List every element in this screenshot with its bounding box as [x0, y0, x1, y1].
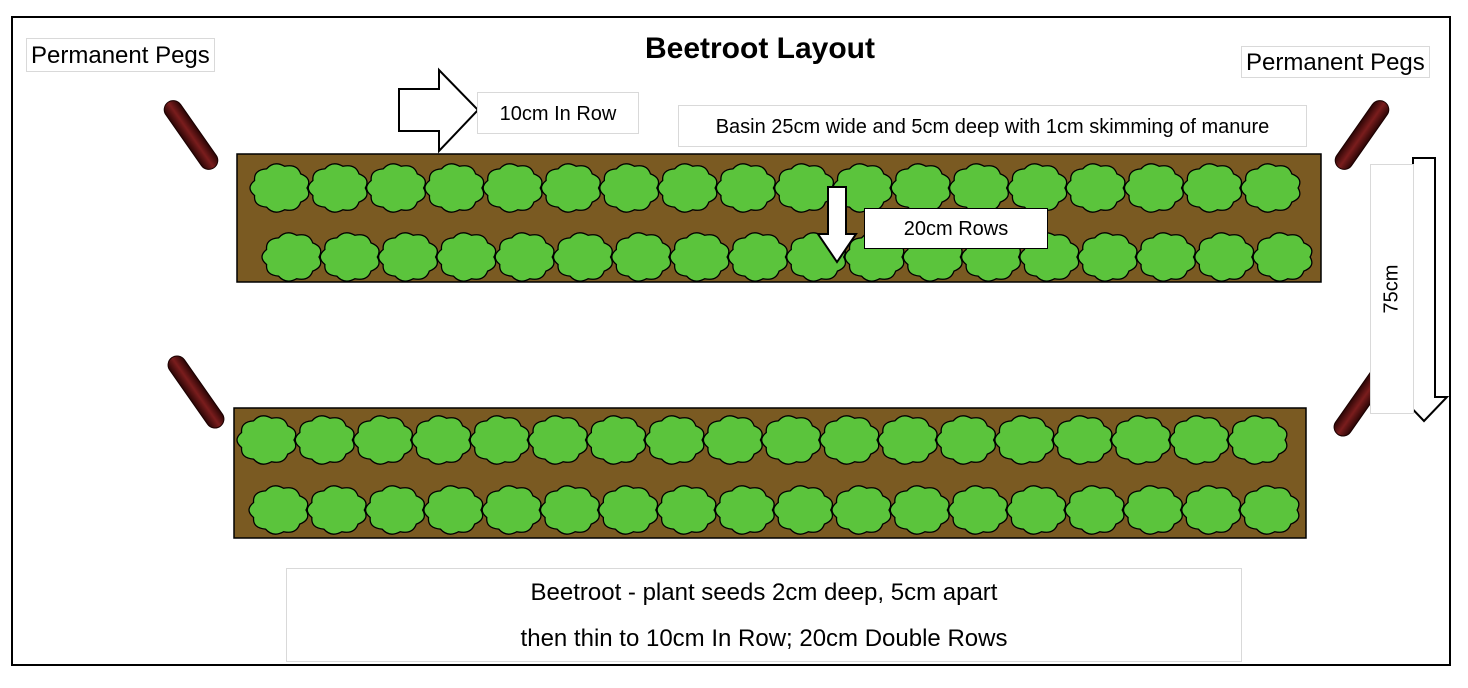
beetroot-plant	[1227, 415, 1288, 465]
beetroot-plant	[1077, 232, 1138, 282]
beetroot-plant	[1110, 415, 1171, 465]
diagram-title: Beetroot Layout	[644, 32, 875, 65]
beetroot-plant	[364, 485, 425, 535]
beetroot-plant	[599, 163, 660, 213]
beetroot-plant	[377, 232, 438, 282]
beetroot-plant	[1122, 485, 1183, 535]
beetroot-plant	[761, 415, 822, 465]
beetroot-plant	[1065, 163, 1126, 213]
planting-note: Beetroot - plant seeds 2cm deep, 5cm apa…	[286, 568, 1242, 662]
beetroot-plant	[1007, 163, 1068, 213]
beetroot-plant	[994, 415, 1055, 465]
permanent-pegs-label-left: Permanent Pegs	[26, 38, 215, 72]
beetroot-plant	[774, 163, 835, 213]
basin-label: Basin 25cm wide and 5cm deep with 1cm sk…	[678, 105, 1307, 147]
beetroot-plant	[1064, 485, 1125, 535]
beetroot-plant	[773, 485, 834, 535]
beetroot-plant	[877, 415, 938, 465]
beetroot-plant	[481, 485, 542, 535]
beetroot-plant	[1239, 485, 1300, 535]
beetroot-plant	[656, 485, 717, 535]
beetroot-plant	[1006, 485, 1067, 535]
beetroot-plant	[669, 232, 730, 282]
beetroot-plant	[935, 415, 996, 465]
beetroot-plant	[1181, 485, 1242, 535]
beetroot-plant	[947, 485, 1008, 535]
beetroot-plant	[352, 415, 413, 465]
in-row-spacing-label: 10cm In Row	[477, 92, 639, 134]
plants-layer	[236, 163, 1313, 535]
beetroot-plant	[727, 232, 788, 282]
beetroot-plant	[236, 415, 297, 465]
beetroot-plant	[819, 415, 880, 465]
beetroot-plant	[948, 163, 1009, 213]
beetroot-plant	[889, 485, 950, 535]
beetroot-plant	[248, 485, 309, 535]
in-row-arrow	[398, 67, 480, 154]
bed-spacing-label: 75cm	[1380, 264, 1403, 314]
peg-top-left	[163, 100, 219, 170]
beetroot-plant	[552, 232, 613, 282]
beetroot-plant	[539, 485, 600, 535]
beetroot-plant	[586, 415, 647, 465]
beetroot-plant	[714, 485, 775, 535]
beetroot-plant	[644, 415, 705, 465]
beetroot-plant	[831, 485, 892, 535]
beetroot-plant	[540, 163, 601, 213]
beetroot-plant	[715, 163, 776, 213]
beetroot-plant	[319, 232, 380, 282]
beetroot-plant	[436, 232, 497, 282]
planting-note-line-1: Beetroot - plant seeds 2cm deep, 5cm apa…	[530, 579, 998, 606]
beetroot-plant	[294, 415, 355, 465]
beetroot-plant	[527, 415, 588, 465]
beetroot-plant	[598, 485, 659, 535]
beetroot-plant	[307, 163, 368, 213]
beetroot-plant	[890, 163, 951, 213]
beetroot-plant	[424, 163, 485, 213]
beetroot-plant	[1240, 163, 1301, 213]
beetroot-plant	[1194, 232, 1255, 282]
beetroot-plant	[611, 232, 672, 282]
beetroot-plant	[482, 163, 543, 213]
beetroot-plant	[411, 415, 472, 465]
beetroot-plant	[469, 415, 530, 465]
beetroot-plant	[306, 485, 367, 535]
beetroot-plant	[1182, 163, 1243, 213]
beetroot-plant	[1252, 232, 1313, 282]
beetroot-plant	[365, 163, 426, 213]
peg-top-right	[1334, 100, 1390, 170]
beetroot-plant	[657, 163, 718, 213]
beetroot-plant	[261, 232, 322, 282]
bed-spacing-label-box: 75cm	[1370, 164, 1414, 414]
beetroot-plant	[423, 485, 484, 535]
beetroot-plant	[1169, 415, 1230, 465]
beetroot-plant	[494, 232, 555, 282]
planting-note-line-2: then thin to 10cm In Row; 20cm Double Ro…	[520, 625, 1008, 652]
beetroot-plant	[1135, 232, 1196, 282]
permanent-pegs-label-right: Permanent Pegs	[1241, 46, 1430, 78]
row-spacing-label: 20cm Rows	[864, 208, 1048, 249]
beetroot-plant	[702, 415, 763, 465]
rows-arrow	[816, 186, 858, 264]
diagram-frame	[11, 16, 1451, 666]
peg-bottom-left	[167, 355, 225, 429]
beetroot-plant	[1123, 163, 1184, 213]
beetroot-plant	[249, 163, 310, 213]
beetroot-plant	[1052, 415, 1113, 465]
